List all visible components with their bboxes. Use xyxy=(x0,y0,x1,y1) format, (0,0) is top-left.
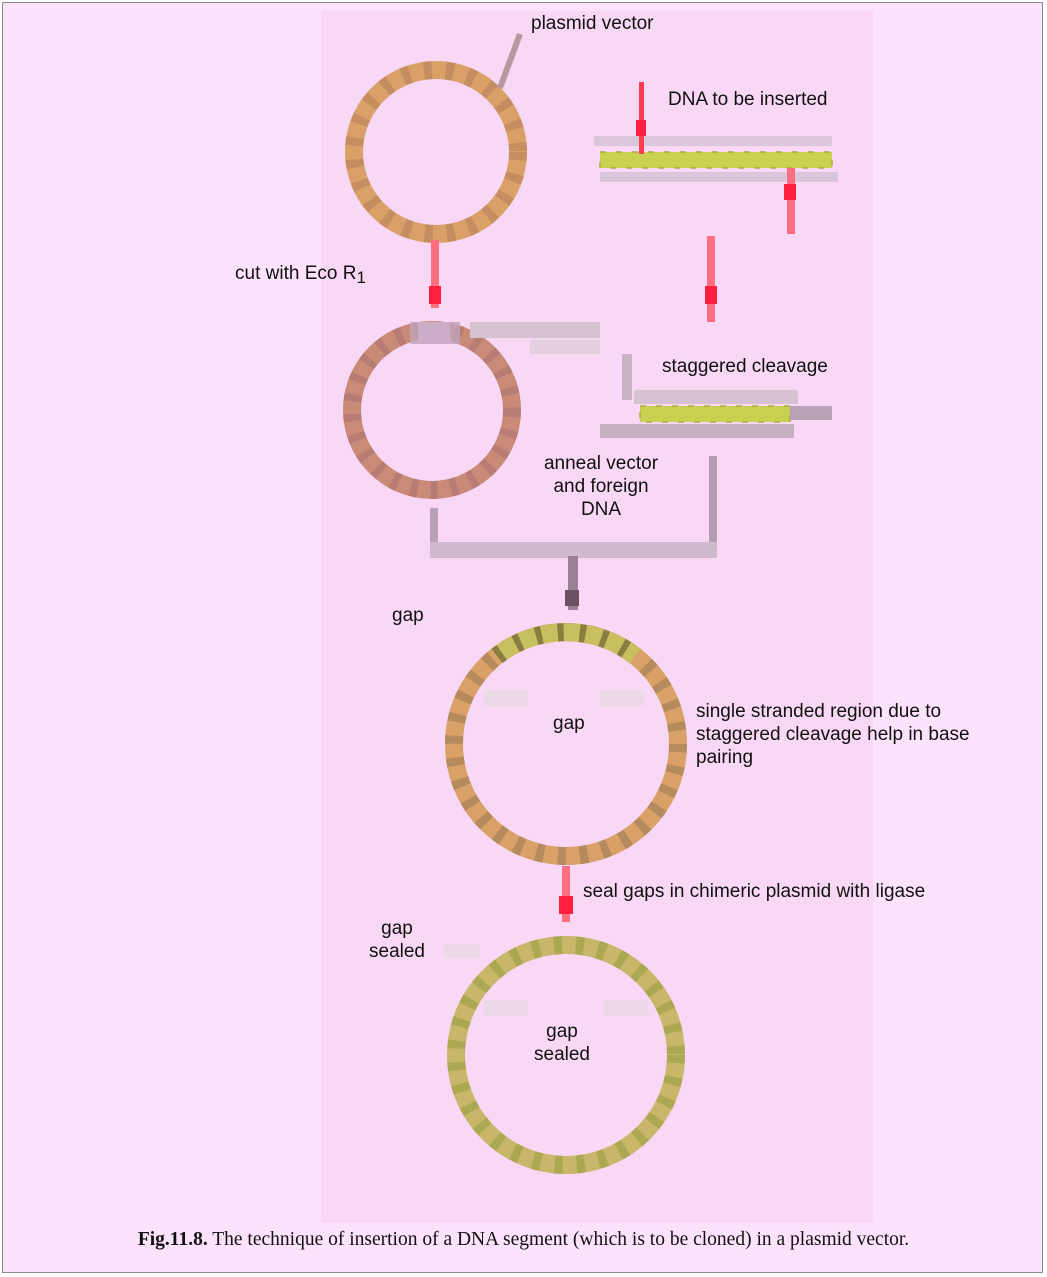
plasmid-vector-leader xyxy=(500,34,520,88)
label-seal-gaps: seal gaps in chimeric plasmid with ligas… xyxy=(583,880,925,903)
label-cut-with-eco-text: cut with Eco R xyxy=(235,263,356,284)
label-dna-to-be-inserted: DNA to be inserted xyxy=(668,88,827,111)
label-anneal-line3: DNA xyxy=(520,498,682,521)
figure-caption-text: The technique of insertion of a DNA segm… xyxy=(208,1229,909,1250)
label-gap-sealed-outer-line1: gap xyxy=(362,917,432,940)
label-gap-sealed-inner-line1: gap xyxy=(526,1020,598,1043)
label-staggered-cleavage: staggered cleavage xyxy=(662,355,828,378)
label-anneal: anneal vector and foreign DNA xyxy=(520,452,682,521)
figure-caption: Fig.11.8. The technique of insertion of … xyxy=(0,1229,1047,1251)
label-gap-outer: gap xyxy=(392,604,424,627)
label-gap-sealed-outer: gap sealed xyxy=(362,917,432,963)
label-gap-inner: gap xyxy=(553,712,585,735)
label-single-stranded: single stranded region due to staggered … xyxy=(696,700,970,769)
cut-plasmid xyxy=(352,322,512,490)
label-single-stranded-line2: staggered cleavage help in base xyxy=(696,723,970,746)
label-cut-with-eco: cut with Eco R1 xyxy=(235,262,366,285)
dna-insert-fragment xyxy=(594,136,838,182)
seal-arrow xyxy=(559,866,573,922)
label-single-stranded-line1: single stranded region due to xyxy=(696,700,970,723)
label-gap-sealed-inner: gap sealed xyxy=(526,1020,598,1066)
figure-number: Fig.11.8. xyxy=(138,1229,208,1250)
chimeric-plasmid xyxy=(454,632,678,856)
label-anneal-line1: anneal vector xyxy=(520,452,682,475)
label-anneal-line2: and foreign xyxy=(520,475,682,498)
label-gap-sealed-inner-line2: sealed xyxy=(526,1043,598,1066)
label-single-stranded-line3: pairing xyxy=(696,746,970,769)
label-plasmid-vector: plasmid vector xyxy=(531,12,654,35)
label-gap-sealed-outer-line2: sealed xyxy=(362,940,432,963)
cut-arrow-left xyxy=(429,240,441,308)
plasmid-vector xyxy=(354,70,518,234)
cut-arrow-right xyxy=(705,236,717,322)
label-cut-with-eco-subscript: 1 xyxy=(356,268,365,287)
